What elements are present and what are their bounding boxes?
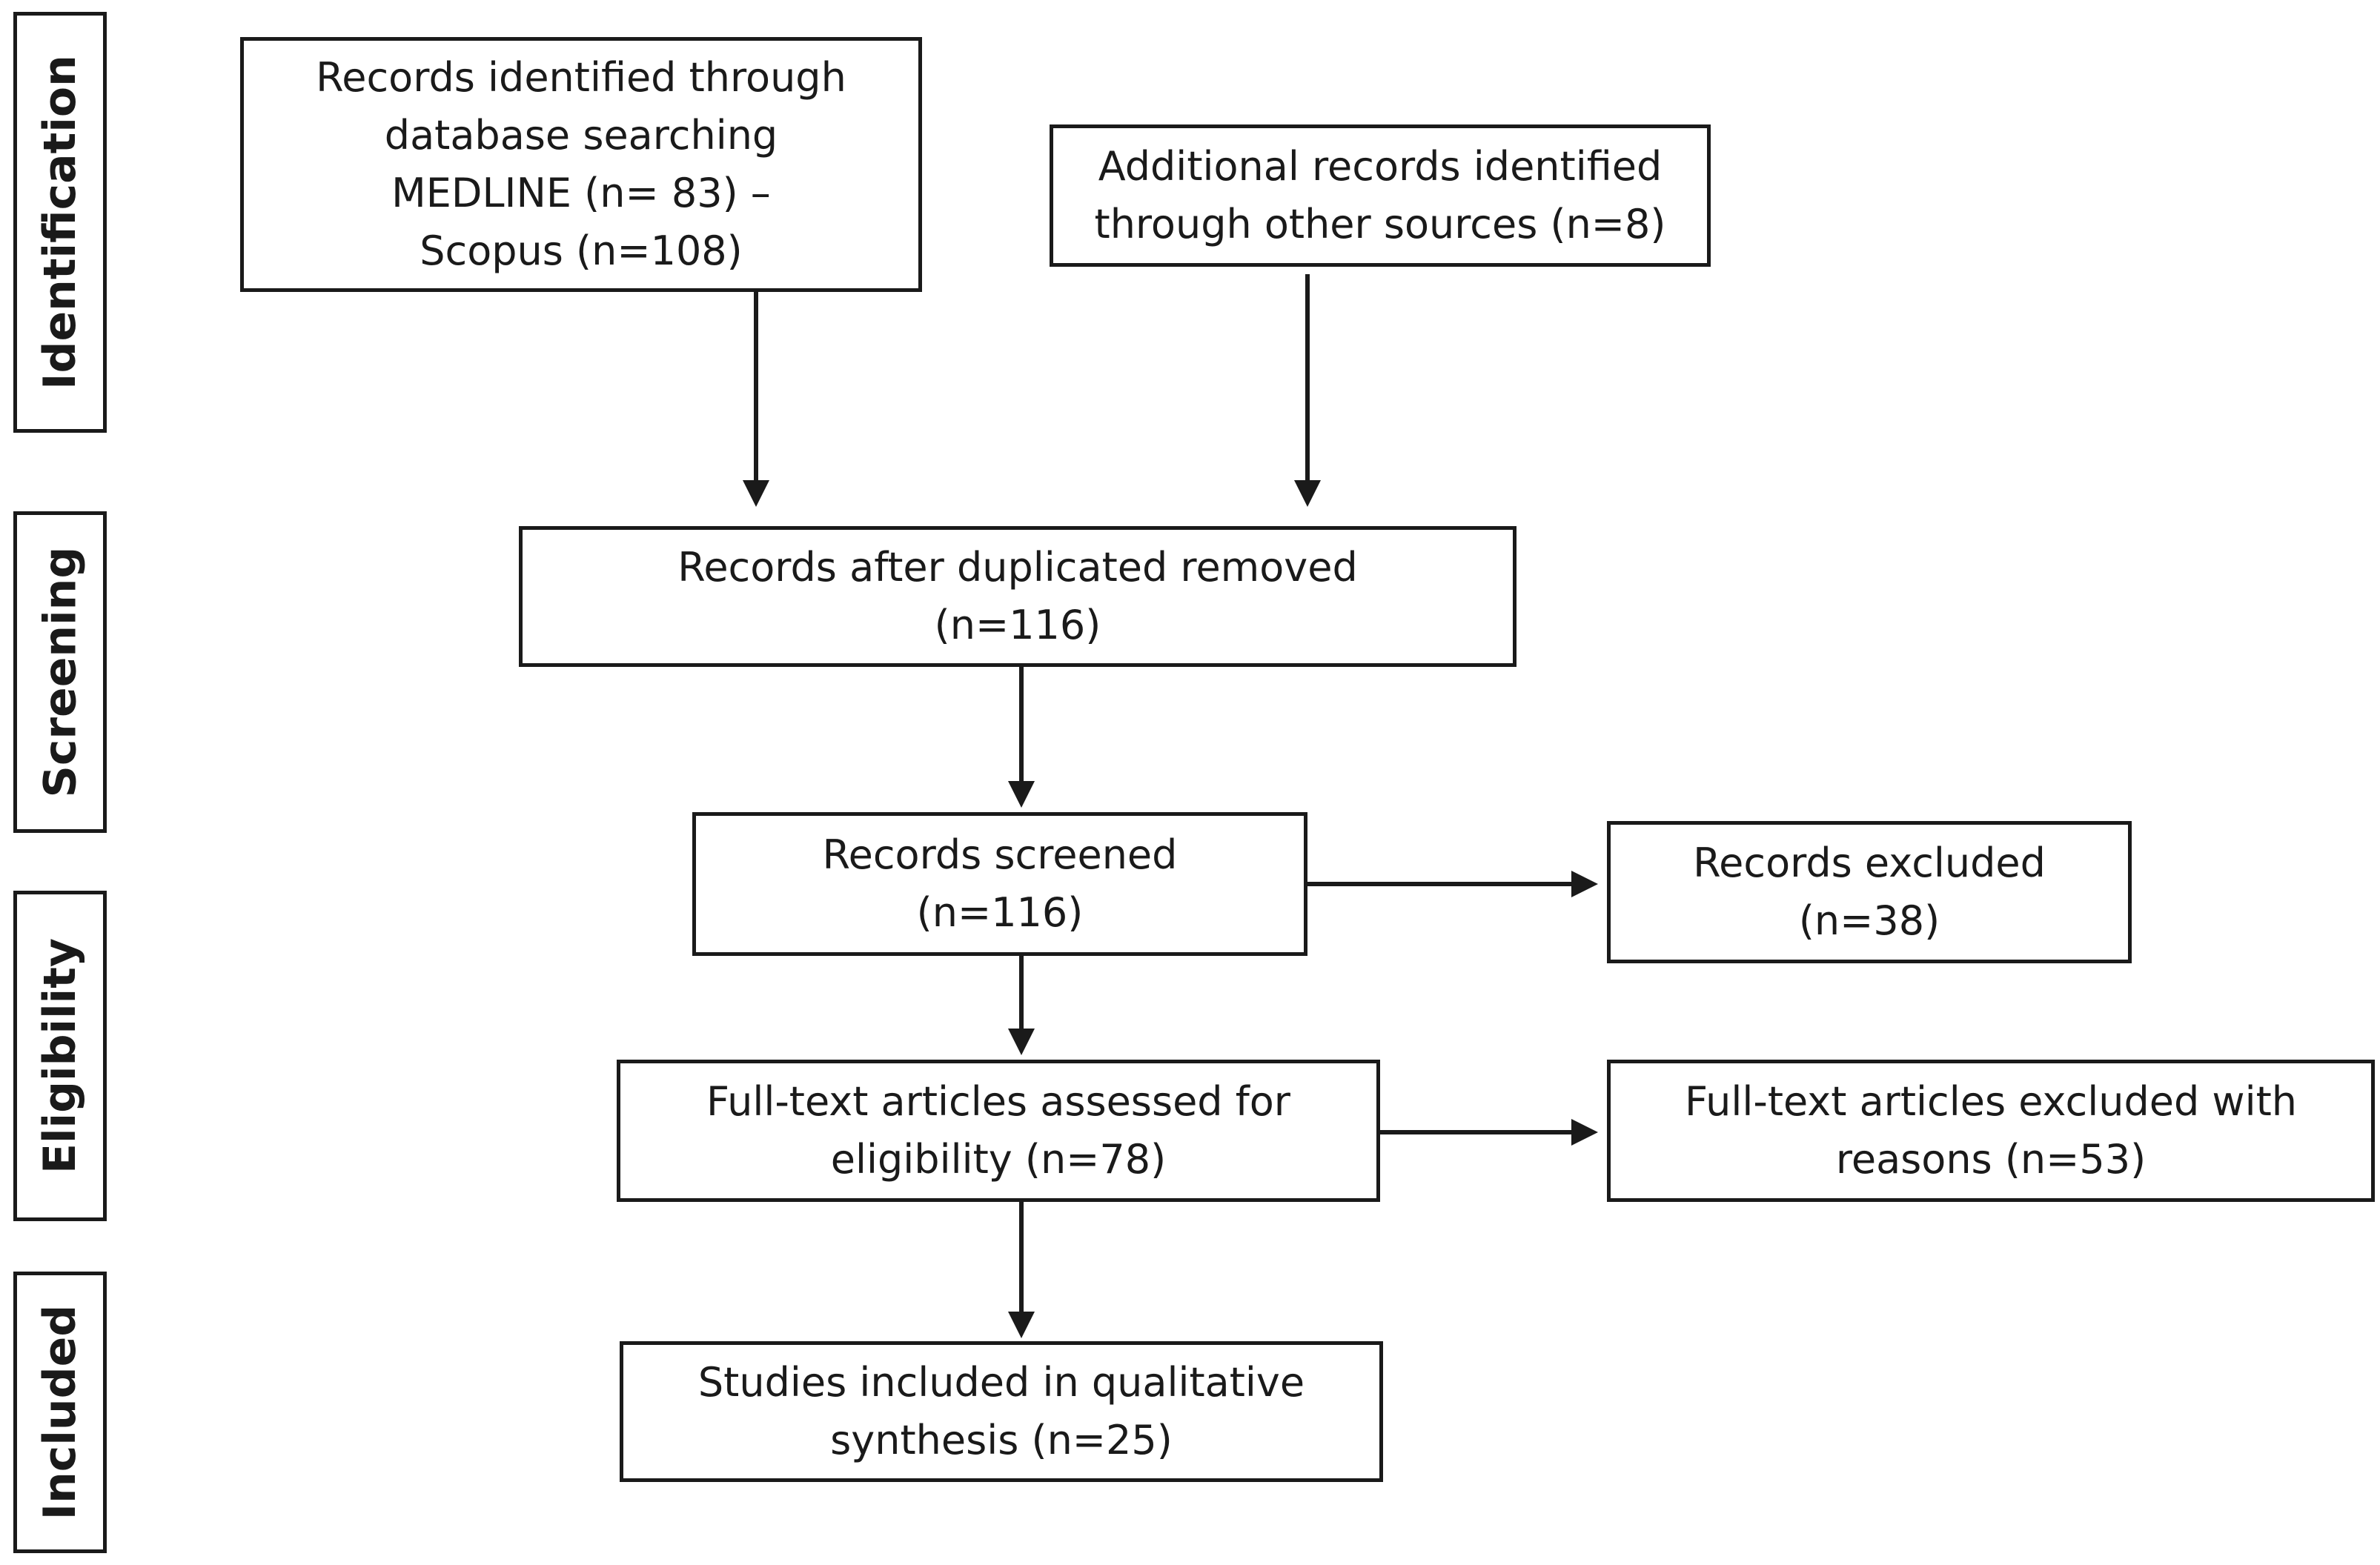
records-excluded-line-1: Records excluded <box>1693 840 2046 886</box>
other-sources-line-1: Additional records identified <box>1098 143 1663 190</box>
other-sources-box: Additional records identified through ot… <box>1050 124 1711 267</box>
records-excluded-line-2: (n=38) <box>1798 897 1940 944</box>
duplicates-removed-line-1: Records after duplicated removed <box>677 544 1358 591</box>
fulltext-excluded-line-2: reasons (n=53) <box>1835 1136 2147 1183</box>
records-screened-line-1: Records screened <box>822 831 1178 878</box>
database-search-line-4: Scopus (n=108) <box>420 227 743 274</box>
fulltext-excluded-line-1: Full-text articles excluded with <box>1685 1078 2297 1125</box>
database-search-line-2: database searching <box>384 112 778 159</box>
included-studies-line-2: synthesis (n=25) <box>830 1417 1173 1463</box>
database-search-box: Records identified through database sear… <box>240 37 922 292</box>
records-screened-line-2: (n=116) <box>916 889 1084 936</box>
included-studies-box: Studies included in qualitative synthesi… <box>620 1341 1383 1482</box>
duplicates-removed-box: Records after duplicated removed (n=116) <box>519 526 1516 667</box>
records-screened-box: Records screened (n=116) <box>692 812 1307 956</box>
fulltext-assessed-line-1: Full-text articles assessed for <box>706 1078 1290 1125</box>
other-sources-line-2: through other sources (n=8) <box>1094 201 1666 247</box>
database-search-line-3: MEDLINE (n= 83) – <box>391 170 771 216</box>
database-search-line-1: Records identified through <box>316 54 846 101</box>
stage-screening: Screening <box>13 511 107 833</box>
fulltext-assessed-box: Full-text articles assessed for eligibil… <box>617 1060 1380 1202</box>
fulltext-excluded-box: Full-text articles excluded with reasons… <box>1607 1060 2375 1202</box>
records-excluded-box: Records excluded (n=38) <box>1607 821 2132 963</box>
stage-included: Included <box>13 1272 107 1553</box>
included-studies-line-1: Studies included in qualitative <box>697 1359 1305 1406</box>
duplicates-removed-line-2: (n=116) <box>934 602 1101 648</box>
stage-identification: Identification <box>13 12 107 433</box>
stage-eligibility: Eligibility <box>13 891 107 1221</box>
fulltext-assessed-line-2: eligibility (n=78) <box>830 1136 1167 1183</box>
